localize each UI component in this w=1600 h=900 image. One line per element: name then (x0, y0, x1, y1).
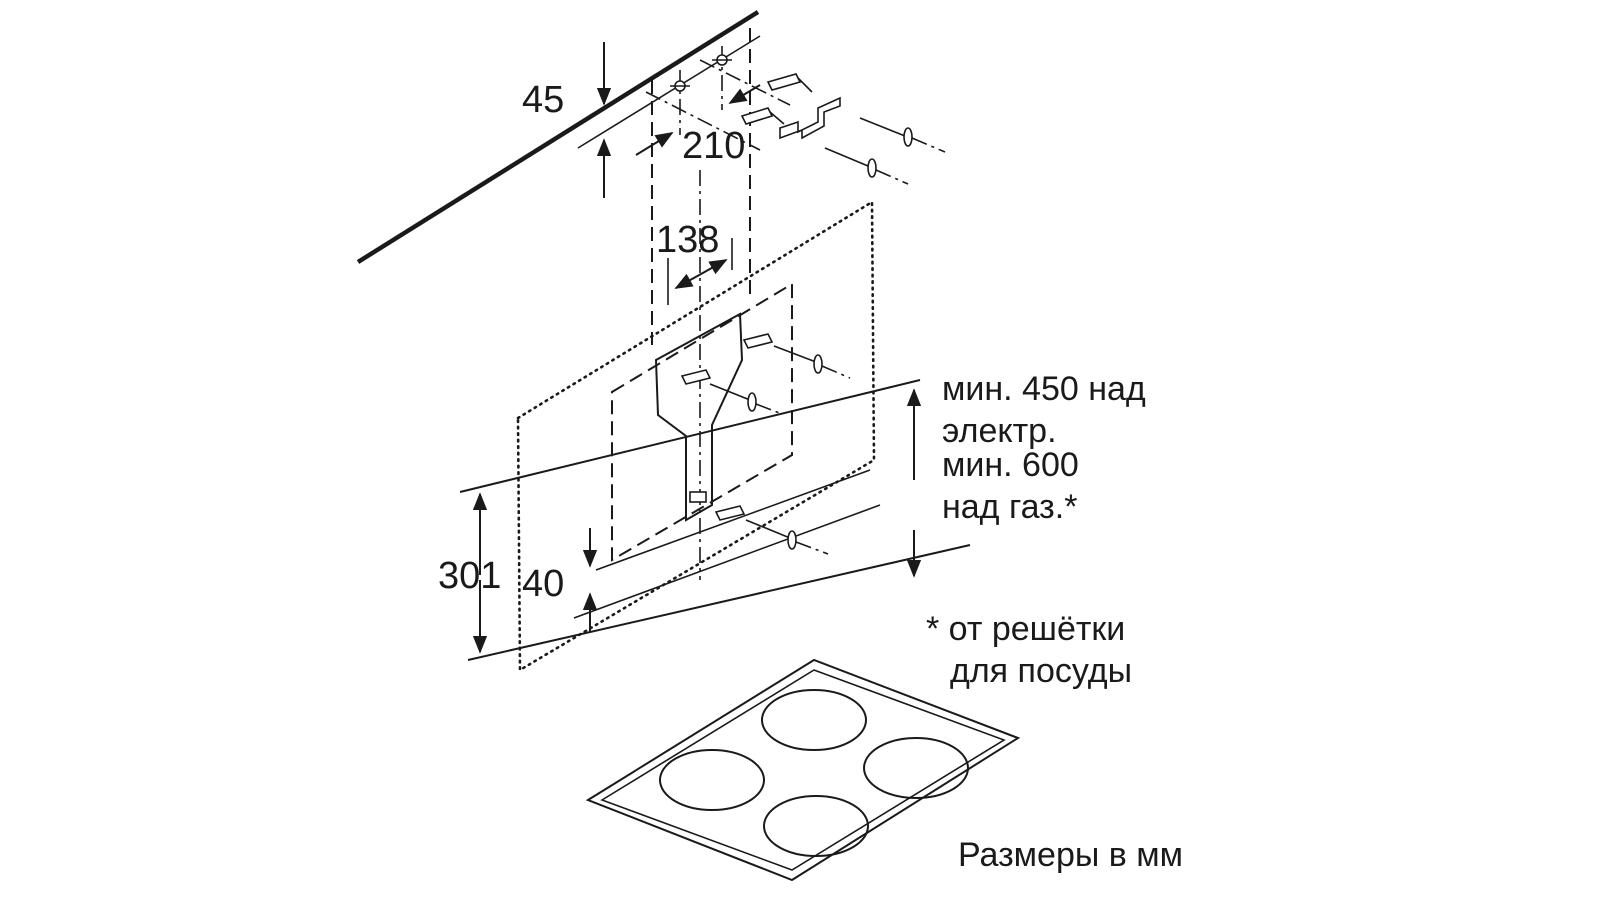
ceiling-gap-value: 45 (522, 79, 564, 121)
screw-icon (859, 117, 946, 153)
clearance-line-4: над газ.* (942, 488, 1077, 526)
ceiling-line (356, 10, 760, 264)
wall-plug-icon (766, 73, 813, 93)
wall-plug-icon (740, 107, 785, 125)
clearance-line-1: мин. 450 над (942, 370, 1146, 408)
wall-plug-icon (680, 369, 783, 415)
bracket-height-dimension: 301 (438, 492, 501, 654)
cooktop-icon (585, 658, 1021, 882)
clearance-line-2: электр. (942, 412, 1057, 450)
footnote-line-1: * от решётки (926, 610, 1125, 648)
bracket-fasteners (680, 333, 851, 555)
bracket-slot (689, 491, 707, 503)
ceiling-gap-dimension: 45 (522, 35, 761, 198)
top-spacing-value: 210 (682, 125, 745, 167)
wall-bracket (654, 312, 744, 522)
clearance-line-3: мин. 600 (942, 446, 1079, 484)
footnote-line-2: для посуды (950, 652, 1132, 690)
units-label: Размеры в мм (958, 836, 1183, 874)
bracket-spacing-value: 138 (656, 219, 719, 261)
bracket-clip-icon (779, 96, 841, 140)
burner-icon (863, 737, 969, 799)
bracket-offset-dimension: 40 (522, 528, 598, 632)
burner-icon (659, 749, 765, 811)
wall-plug-icon (742, 333, 851, 379)
upper-fasteners (740, 73, 946, 185)
burner-icon (761, 689, 867, 751)
bracket-offset-value: 40 (522, 563, 564, 605)
bracket-height-value: 301 (438, 555, 501, 597)
screw-icon (824, 147, 909, 185)
reference-lines (459, 379, 971, 661)
hood-outline-dotted (516, 199, 876, 673)
wall-plug-icon (714, 505, 829, 555)
bracket-spacing-dimension: 138 (656, 219, 733, 305)
hood-back-panel-dashed (611, 282, 793, 562)
top-spacing-dimension: 210 (635, 84, 761, 167)
burner-icon (763, 795, 869, 857)
